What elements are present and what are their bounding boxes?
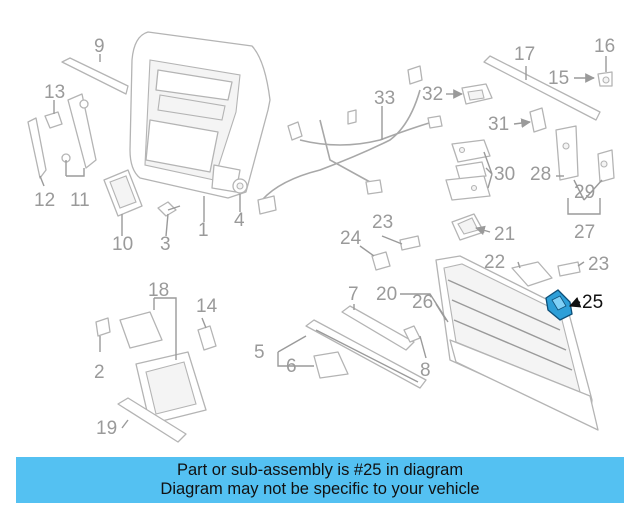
part-clip-23b (557, 261, 581, 277)
callout-12: 12 (34, 190, 55, 211)
part-cap-14 (197, 325, 217, 351)
part-trim-left (27, 93, 97, 179)
callout-21: 21 (494, 224, 515, 245)
callout-16: 16 (594, 36, 615, 57)
part-cap (597, 71, 613, 87)
callout-9: 9 (94, 36, 105, 57)
callout-13: 13 (44, 82, 65, 103)
callout-18: 18 (148, 280, 169, 301)
part-wiring-harness (257, 65, 443, 215)
leader-lines (39, 54, 607, 429)
part-brackets (445, 139, 491, 201)
callout-33: 33 (374, 88, 395, 109)
part-plug (232, 178, 248, 194)
part-switch-32 (461, 83, 493, 105)
callout-17: 17 (514, 44, 535, 65)
parts-diagram: 9 13 12 11 10 3 1 4 33 32 17 16 15 31 30… (27, 31, 615, 443)
part-clip-2 (95, 317, 111, 337)
info-banner: Part or sub-assembly is #25 in diagram D… (16, 457, 624, 503)
part-seal-7 (341, 305, 415, 351)
part-handle-22 (511, 261, 553, 287)
part-bracket-6 (313, 351, 349, 379)
part-25-highlighted (545, 289, 573, 321)
callout-23a: 23 (372, 212, 393, 233)
callout-6: 6 (286, 356, 297, 377)
part-screw (157, 201, 181, 217)
callout-23b: 23 (588, 254, 609, 275)
part-switch-31 (529, 107, 547, 133)
callout-20: 20 (376, 284, 397, 305)
callout-numbers: 9 13 12 11 10 3 1 4 33 32 17 16 15 31 30… (34, 36, 615, 439)
callout-3: 3 (160, 234, 171, 255)
callout-7: 7 (348, 284, 359, 305)
part-window-strip (61, 57, 129, 95)
callout-30: 30 (494, 164, 515, 185)
part-clip-24 (371, 251, 391, 271)
part-window-regulator (435, 255, 599, 431)
callout-22: 22 (484, 252, 505, 273)
part-handle-housing (451, 213, 485, 241)
part-trim-19 (117, 397, 187, 443)
callout-19: 19 (96, 418, 117, 439)
callout-27: 27 (574, 222, 595, 243)
callout-32: 32 (422, 84, 443, 105)
callout-4: 4 (234, 210, 245, 231)
banner-line-1: Part or sub-assembly is #25 in diagram (176, 461, 464, 479)
callout-31: 31 (488, 114, 509, 135)
part-latch (555, 125, 615, 183)
part-seal-5 (305, 319, 427, 389)
callout-5: 5 (254, 342, 265, 363)
callout-15: 15 (548, 68, 569, 89)
part-speaker-grille (103, 169, 143, 217)
part-pocket (119, 311, 207, 425)
callout-14: 14 (196, 296, 218, 317)
callout-24: 24 (340, 228, 362, 249)
door-trim-panel (129, 31, 271, 199)
callout-8: 8 (420, 360, 431, 381)
callout-28: 28 (530, 164, 551, 185)
part-clip-23a (399, 235, 421, 251)
part-belt-strip (483, 55, 601, 121)
callout-29: 29 (574, 182, 595, 203)
banner-line-2: Diagram may not be specific to your vehi… (160, 480, 480, 498)
callout-26: 26 (412, 292, 433, 313)
callout-25-highlighted: 25 (582, 292, 603, 313)
callout-2: 2 (94, 362, 105, 383)
callout-11: 11 (70, 190, 90, 211)
callout-1: 1 (198, 220, 209, 241)
callout-10: 10 (112, 234, 133, 255)
